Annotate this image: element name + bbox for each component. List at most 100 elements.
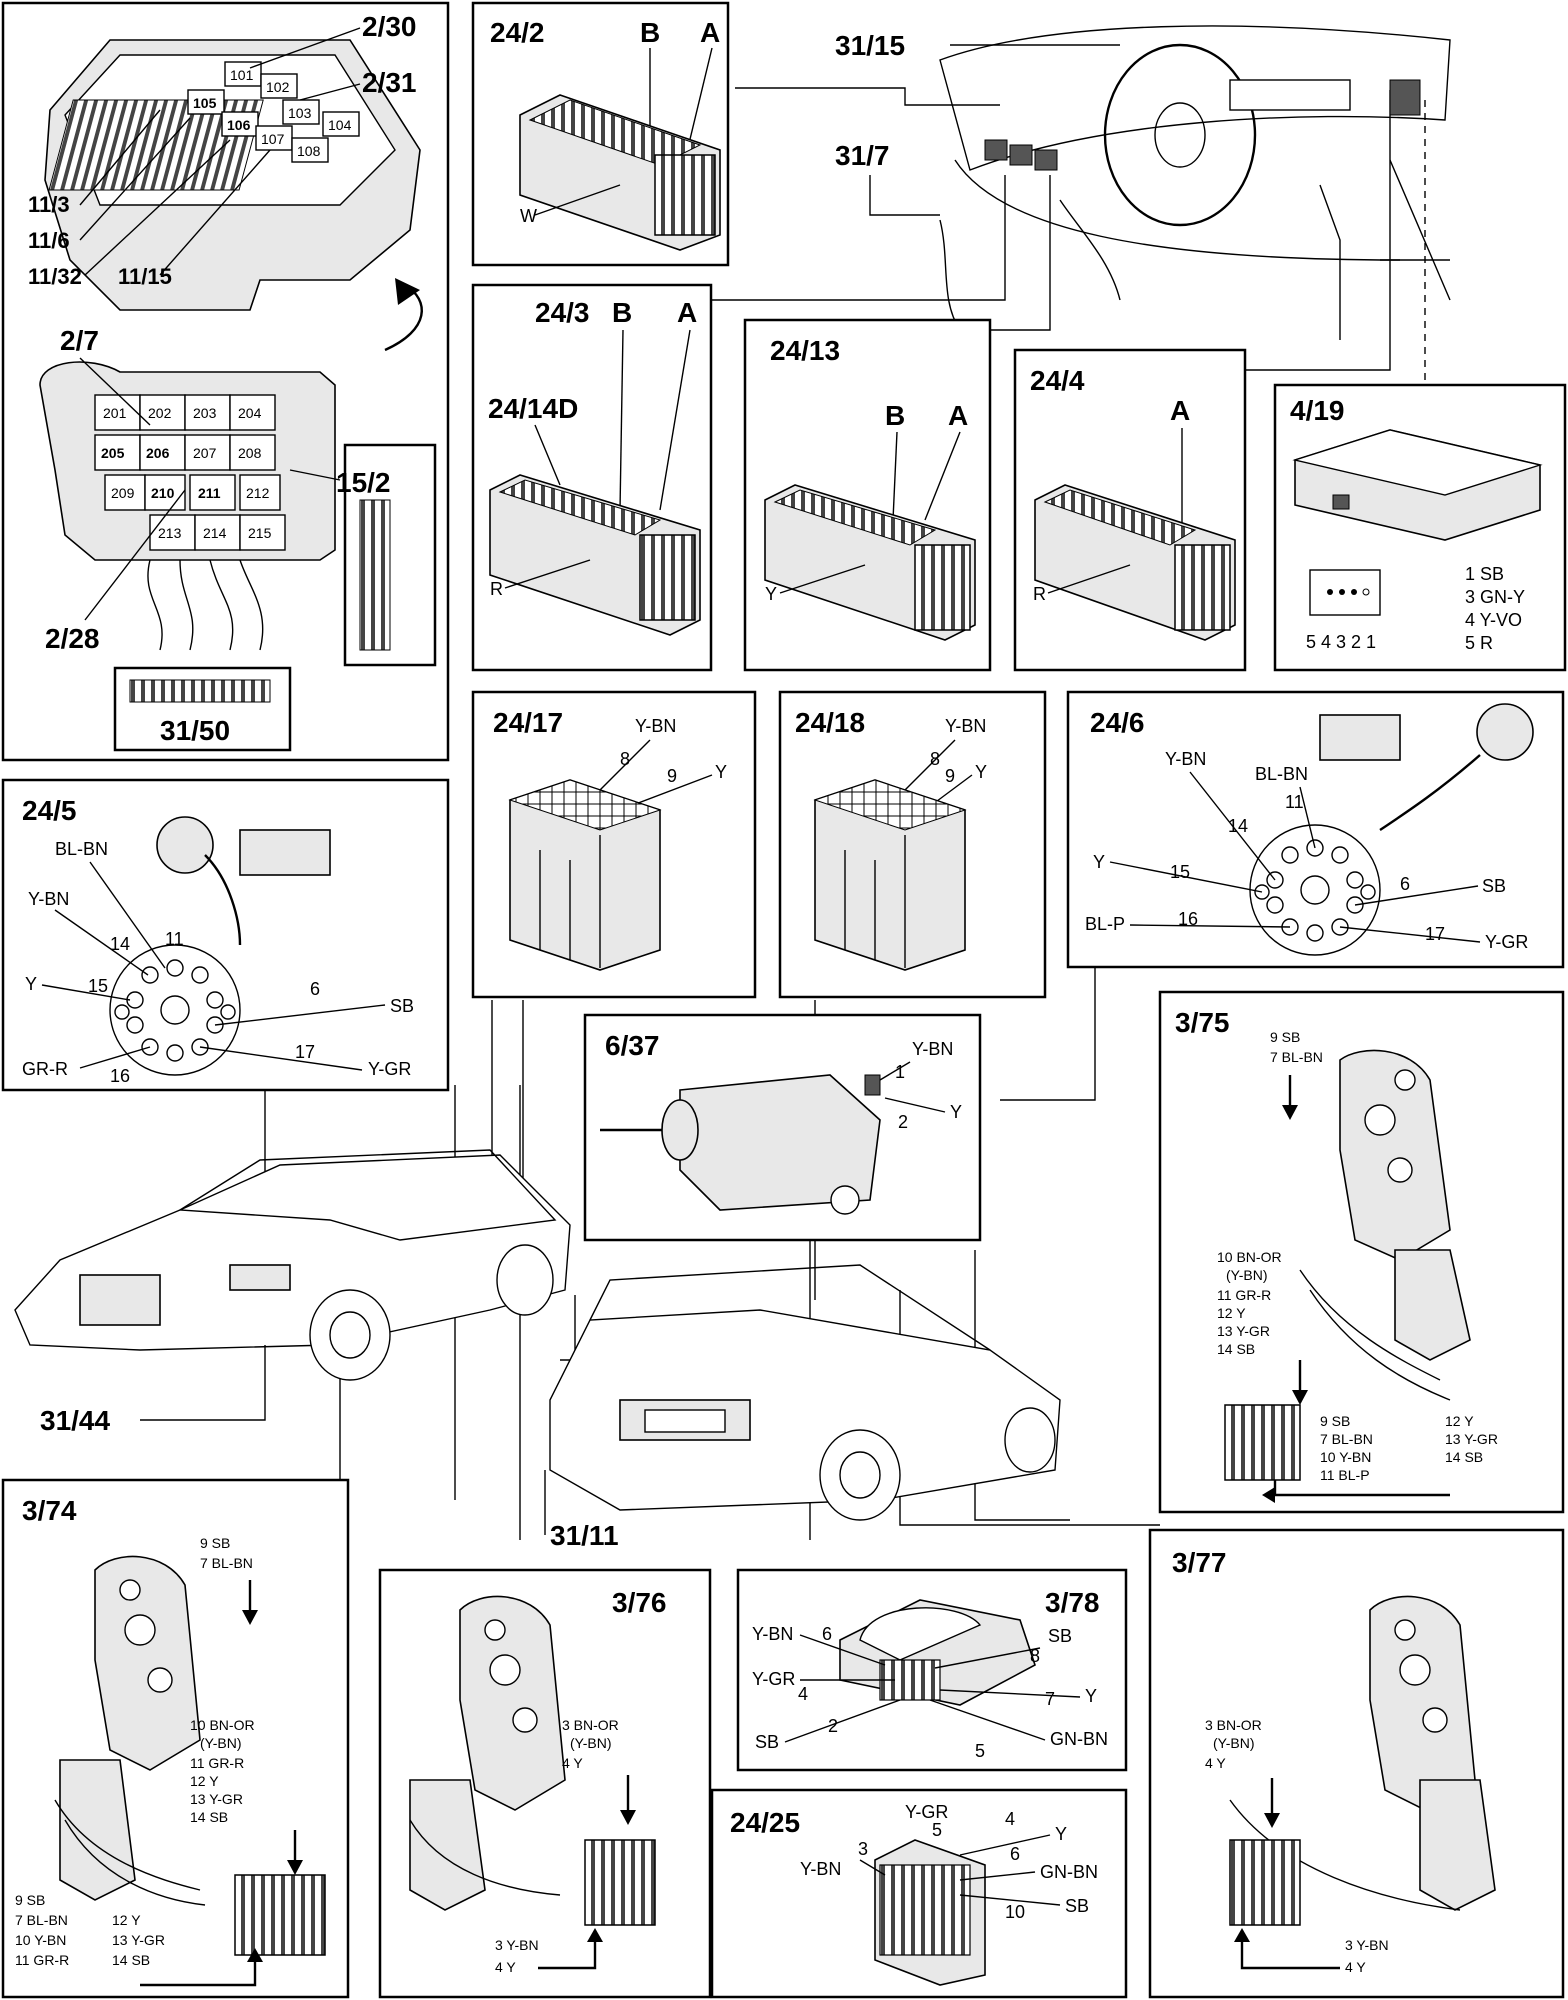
pin-holes-24-6 (1254, 839, 1376, 942)
side-3-75-13: 13 Y-GR (1217, 1323, 1270, 1339)
wire-24-25-sb: SB (1065, 1896, 1089, 1916)
pin-6-37-1: 1 (895, 1062, 905, 1082)
pin-3-78-4: 4 (798, 1684, 808, 1704)
wire-4-19-1: 1 SB (1465, 564, 1504, 584)
pin-3-78-8: 8 (1030, 1646, 1040, 1666)
wire-24-6-sb: SB (1482, 876, 1506, 896)
wire-3-78-sb-left: SB (755, 1732, 779, 1752)
pin-3-78-6: 6 (822, 1624, 832, 1644)
pin-24-18-8: 8 (930, 749, 940, 769)
lock-motor-3-75: 3/75 9 SB 7 BL-BN 10 BN-OR (Y-BN) 11 GR-… (1158, 990, 1565, 1514)
wire-4-19-5: 5 R (1465, 633, 1493, 653)
legend-3-74-12: 12 Y (112, 1912, 141, 1928)
relay-215: 215 (248, 525, 272, 541)
wire-24-5-y: Y (25, 974, 37, 994)
label-2-30: 2/30 (362, 11, 417, 42)
car-rear-view: 31/11 (544, 1264, 1061, 1551)
car-front-view: 31/44 (14, 1149, 571, 1436)
connector-24-6: 24/6 Y-BN BL-BN Y SB BL-P Y-GR 14 11 15 … (1066, 690, 1565, 969)
pin-24-5-16: 16 (110, 1066, 130, 1086)
wire-24-17-y-bn: Y-BN (635, 716, 676, 736)
title-3-75: 3/75 (1175, 1007, 1230, 1038)
legend-3-75-9: 9 SB (1320, 1413, 1350, 1429)
pin-b-24-3: B (612, 297, 632, 328)
title-24-25: 24/25 (730, 1807, 800, 1838)
pin-24-25-6: 6 (1010, 1844, 1020, 1864)
fuse-104: 104 (328, 117, 352, 133)
title-24-18: 24/18 (795, 707, 865, 738)
side-3-77-3: 3 BN-OR (1205, 1717, 1262, 1733)
pin-24-25-5: 5 (932, 1820, 942, 1840)
side-3-74-10b: (Y-BN) (200, 1735, 242, 1751)
side-3-77-3b: (Y-BN) (1213, 1735, 1255, 1751)
fuse-106: 106 (227, 117, 251, 133)
label-11-6: 11/6 (28, 228, 70, 253)
wire-24-5-y-gr: Y-GR (368, 1059, 411, 1079)
pin-b-24-2: B (640, 17, 660, 48)
connector-24-4: 24/4 A R (1013, 348, 1247, 672)
label-2-28: 2/28 (45, 623, 100, 654)
wire-3-78-sb-right: SB (1048, 1626, 1072, 1646)
pin-3-78-2: 2 (828, 1716, 838, 1736)
wire-4-19-3: 3 GN-Y (1465, 587, 1525, 607)
connector-24-25: 24/25 Y-GR Y Y-BN GN-BN SB 5 4 3 6 10 (710, 1788, 1128, 1999)
lock-motor-3-78: 3/78 Y-BN Y-GR SB SB Y GN-BN 6 4 2 8 7 5 (736, 1568, 1128, 1772)
lock-motor-3-76: 3/76 3 BN-OR (Y-BN) 4 Y 3 Y-BN 4 Y (378, 1568, 712, 1999)
label-15-2: 15/2 (336, 467, 391, 498)
wire-3-78-y-bn: Y-BN (752, 1624, 793, 1644)
label-24-14d: 24/14D (488, 393, 578, 424)
legend-3-74-11: 11 GR-R (15, 1952, 69, 1968)
side-3-77-4: 4 Y (1205, 1755, 1226, 1771)
top-3-75-7: 7 BL-BN (1270, 1049, 1323, 1065)
plug-3-74 (234, 1874, 326, 1956)
relay-213: 213 (158, 525, 182, 541)
label-31-7: 31/7 (835, 140, 890, 171)
fuse-102: 102 (266, 79, 290, 95)
pin-6-37-2: 2 (898, 1112, 908, 1132)
title-3-76: 3/76 (612, 1587, 667, 1618)
legend-3-75-7: 7 BL-BN (1320, 1431, 1373, 1447)
wire-24-5-y-bn: Y-BN (28, 889, 69, 909)
lock-motor-3-77: 3/77 3 BN-OR (Y-BN) 4 Y 3 Y-BN 4 Y (1148, 1528, 1565, 1999)
wire-24-25-y-gr: Y-GR (905, 1802, 948, 1822)
legend-3-75-10: 10 Y-BN (1320, 1449, 1371, 1465)
label-31-44: 31/44 (40, 1405, 110, 1436)
relay-206: 206 (146, 445, 170, 461)
title-24-5: 24/5 (22, 795, 77, 826)
relay-209: 209 (111, 485, 135, 501)
plug-3-77 (1229, 1839, 1301, 1926)
connector-24-18: 24/18 Y-BN Y 8 9 (778, 690, 1047, 999)
label-2-31: 2/31 (362, 67, 417, 98)
top-3-74-9: 9 SB (200, 1535, 230, 1551)
legend-3-74-7: 7 BL-BN (15, 1912, 68, 1928)
pin-24-6-16: 16 (1178, 909, 1198, 929)
relay-211: 211 (198, 485, 221, 501)
connector-24-5: 24/5 BL-BN Y-BN Y GR-R SB Y-GR 11 14 15 … (1, 778, 450, 1092)
side-3-74-14: 14 SB (190, 1809, 228, 1825)
legend-3-76-3: 3 Y-BN (495, 1937, 539, 1953)
label-11-32: 11/32 (28, 264, 82, 289)
wire-24-25-gn-bn: GN-BN (1040, 1862, 1098, 1882)
relay-205: 205 (101, 445, 125, 461)
pin-24-6-17: 17 (1425, 924, 1445, 944)
fuse-block (48, 99, 264, 191)
wire-3-78-gn-bn: GN-BN (1050, 1729, 1108, 1749)
plug-3-75 (1224, 1404, 1301, 1481)
title-4-19: 4/19 (1290, 395, 1345, 426)
pin-24-5-15: 15 (88, 976, 108, 996)
pin-numbers-4-19: 5 4 3 2 1 (1306, 632, 1376, 652)
wire-24-5-bl-bn: BL-BN (55, 839, 108, 859)
pin-24-5-6: 6 (310, 979, 320, 999)
relay-214: 214 (203, 525, 227, 541)
pin-3-78-7: 7 (1045, 1689, 1055, 1709)
relay-grid: 201 202 203 204 205 206 207 208 209 210 … (94, 394, 286, 551)
wire-24-6-y-bn: Y-BN (1165, 749, 1206, 769)
wire-6-37-y-bn: Y-BN (912, 1039, 953, 1059)
pin-24-5-17: 17 (295, 1042, 315, 1062)
dashboard-illustration: 31/15 31/7 (835, 25, 1451, 340)
title-3-74: 3/74 (22, 1495, 77, 1526)
pinout-4-19 (1309, 569, 1381, 616)
legend-3-74-9: 9 SB (15, 1892, 45, 1908)
relay-203: 203 (193, 405, 217, 421)
